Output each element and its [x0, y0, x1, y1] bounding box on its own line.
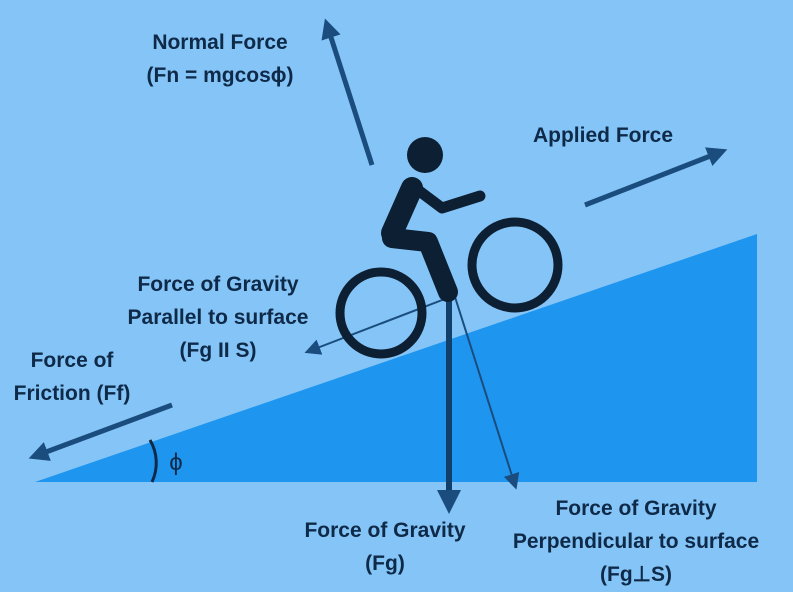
label-line: Force of Gravity	[137, 273, 299, 296]
label-line: Force of	[30, 349, 114, 372]
label-line: Force of Gravity	[555, 497, 717, 520]
label-line: (Fg II S)	[179, 339, 257, 362]
label-line: Force of Gravity	[304, 519, 466, 542]
gravity-perpendicular-arrow	[454, 296, 520, 490]
label-line: Friction (Ff)	[13, 382, 131, 405]
incline-plane	[35, 234, 757, 482]
arm	[412, 184, 486, 214]
friction-force-arrow	[28, 402, 173, 461]
friction-force-label: Force of Friction (Ff)	[14, 344, 131, 410]
label-line: Perpendicular to surface	[512, 530, 760, 553]
gravity-parallel-label: Force of Gravity Parallel to surface (Fg…	[128, 268, 309, 367]
rear-wheel	[335, 267, 427, 359]
label-line: (Fn = mgcosϕ)	[146, 64, 294, 87]
applied-force-label: Applied Force	[533, 119, 673, 152]
cyclist-icon	[335, 137, 563, 359]
normal-force-arrow	[321, 18, 375, 166]
gravity-label: Force of Gravity (Fg)	[304, 514, 465, 580]
angle-arc	[148, 439, 158, 483]
label-line: (Fg)	[365, 552, 405, 575]
head	[407, 137, 443, 173]
leg	[382, 228, 458, 302]
label-line: (Fg⊥S)	[600, 563, 672, 586]
gravity-perpendicular-label: Force of Gravity Perpendicular to surfac…	[513, 492, 759, 591]
label-line: Normal Force	[152, 31, 288, 54]
front-wheel	[467, 217, 563, 313]
normal-force-label: Normal Force (Fn = mgcosϕ)	[147, 26, 294, 92]
label-line: Parallel to surface	[127, 306, 309, 329]
label-line: Applied Force	[532, 124, 674, 147]
gravity-parallel-arrow	[304, 296, 451, 355]
applied-force-arrow	[584, 147, 728, 208]
torso	[381, 177, 423, 244]
angle-label: ϕ	[169, 449, 183, 476]
